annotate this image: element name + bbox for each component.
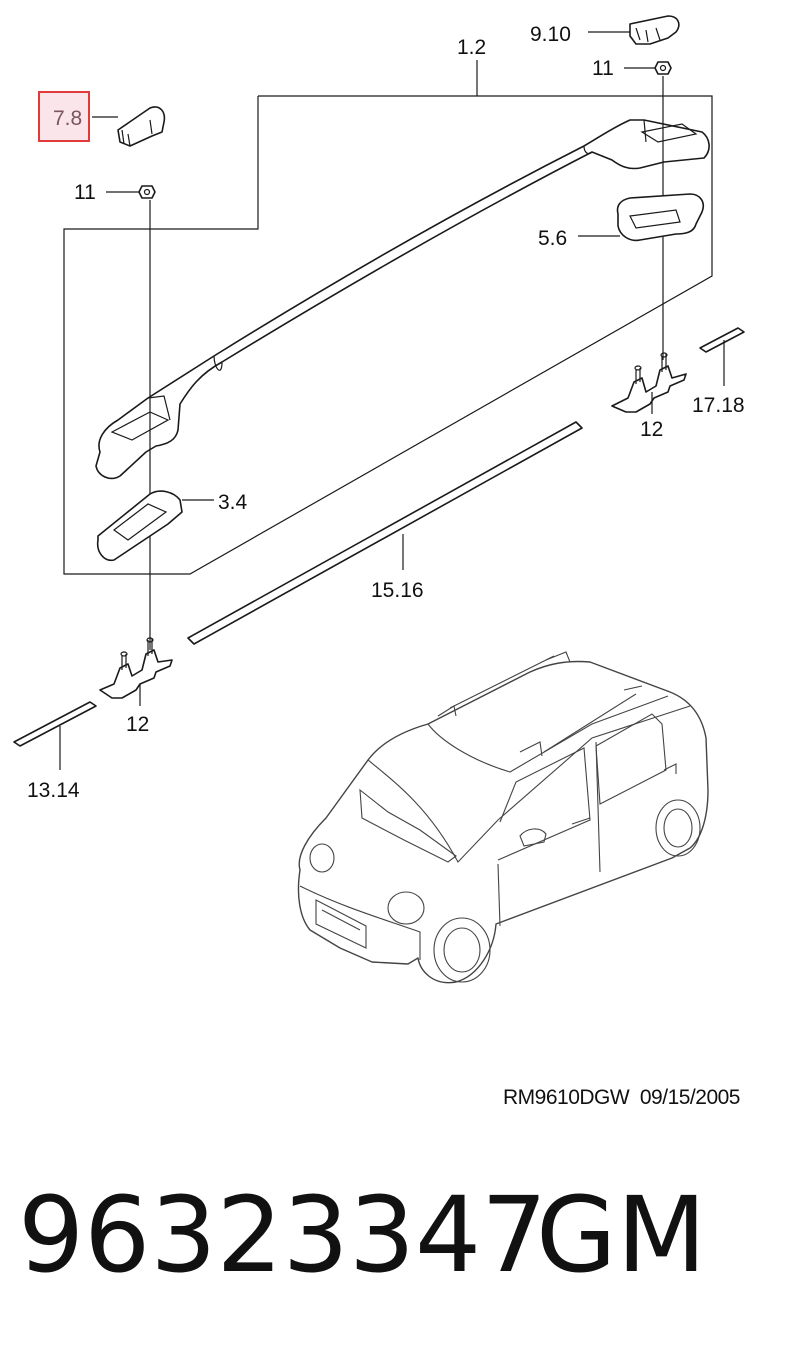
callout-5-6[interactable]: 5.6 bbox=[538, 227, 567, 250]
callout-11-top[interactable]: 11 bbox=[592, 57, 614, 80]
roof-rail[interactable] bbox=[95, 119, 710, 480]
molding-15-16[interactable] bbox=[187, 421, 583, 645]
pad-right[interactable] bbox=[616, 193, 705, 242]
callout-17-18[interactable]: 17.18 bbox=[692, 394, 745, 417]
nut-left[interactable] bbox=[138, 185, 156, 199]
callout-12-left[interactable]: 12 bbox=[126, 713, 149, 736]
brand-name: GM bbox=[536, 1174, 707, 1296]
vehicle-illustration bbox=[297, 651, 709, 984]
end-cap-right[interactable] bbox=[629, 15, 680, 45]
reference-code: RM9610DGW 09/15/2005 bbox=[503, 1086, 740, 1110]
end-cap-left[interactable] bbox=[117, 106, 166, 147]
callout-9-10[interactable]: 9.10 bbox=[530, 23, 571, 46]
pad-left[interactable] bbox=[96, 490, 183, 562]
callout-15-16[interactable]: 15.16 bbox=[371, 579, 424, 602]
clip-right[interactable] bbox=[611, 352, 687, 413]
callout-3-4[interactable]: 3.4 bbox=[218, 491, 248, 514]
callout-1-2[interactable]: 1.2 bbox=[457, 36, 486, 59]
callout-11-left[interactable]: 11 bbox=[74, 181, 96, 204]
reference-date: 09/15/2005 bbox=[639, 1086, 741, 1109]
assembly-outline bbox=[63, 95, 713, 575]
clip-left[interactable] bbox=[99, 637, 173, 699]
strip-17-18[interactable] bbox=[699, 327, 745, 353]
callout-12-right[interactable]: 12 bbox=[640, 418, 663, 441]
nut-top[interactable] bbox=[654, 61, 672, 75]
strip-13-14[interactable] bbox=[13, 701, 97, 747]
callout-7-8[interactable]: 7.8 bbox=[53, 107, 82, 130]
reference-id: RM9610DGW bbox=[503, 1086, 630, 1109]
part-number: 96323347 bbox=[18, 1174, 548, 1296]
callout-13-14[interactable]: 13.14 bbox=[27, 779, 80, 802]
callout-highlight-box[interactable] bbox=[38, 91, 90, 142]
